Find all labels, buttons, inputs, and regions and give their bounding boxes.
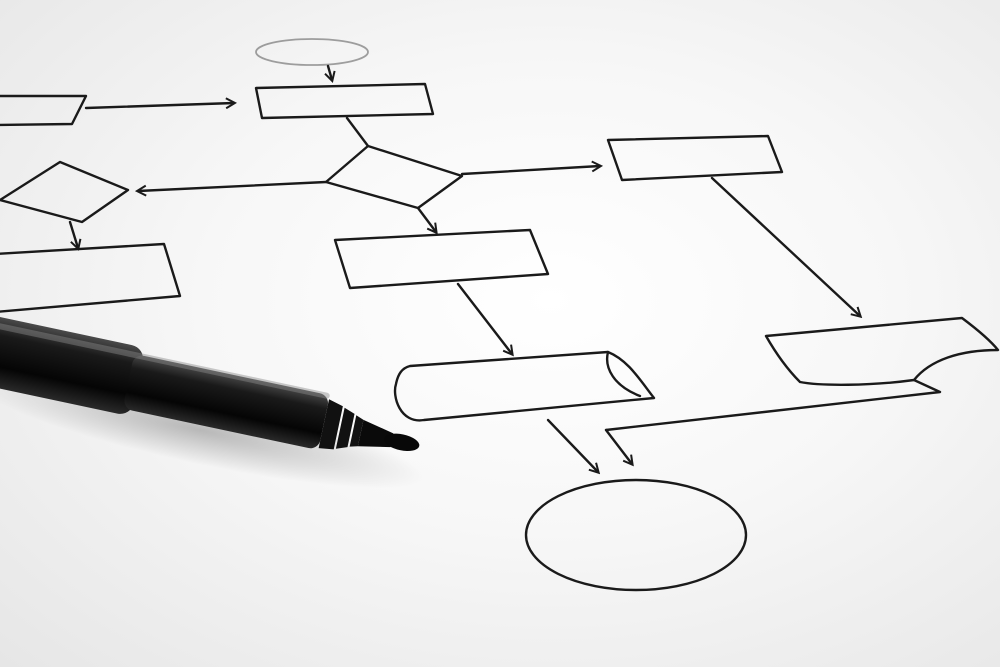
connector-arrow — [138, 180, 328, 191]
start-oval — [255, 38, 369, 66]
pen-body — [0, 313, 144, 414]
connector-arrow — [460, 166, 600, 176]
connector-arrow — [604, 428, 632, 464]
document-shape — [764, 316, 1000, 386]
connector-arrow — [328, 64, 332, 80]
connector-line — [604, 378, 942, 432]
document-shape — [393, 350, 656, 422]
end-circle — [524, 478, 748, 592]
pen-ridges — [318, 399, 364, 450]
connector-arrow — [84, 103, 234, 110]
connector-line — [345, 116, 370, 148]
pen-highlight — [0, 319, 330, 399]
process-box — [606, 134, 784, 182]
connector-arrow — [456, 282, 512, 354]
decision-diamond — [0, 160, 130, 224]
document-shape-inner — [605, 350, 642, 398]
connector-arrow — [68, 220, 78, 248]
connector-arrow — [710, 176, 860, 316]
connector-arrow — [416, 206, 436, 232]
process-box — [333, 228, 550, 290]
pen-grip — [124, 355, 328, 449]
pen-tip — [383, 433, 420, 451]
process-box — [254, 82, 435, 120]
decision-diamond — [324, 144, 464, 210]
connector-arrow — [546, 418, 598, 472]
process-box — [0, 94, 88, 127]
marker-pen — [0, 313, 420, 451]
process-box — [0, 242, 182, 313]
